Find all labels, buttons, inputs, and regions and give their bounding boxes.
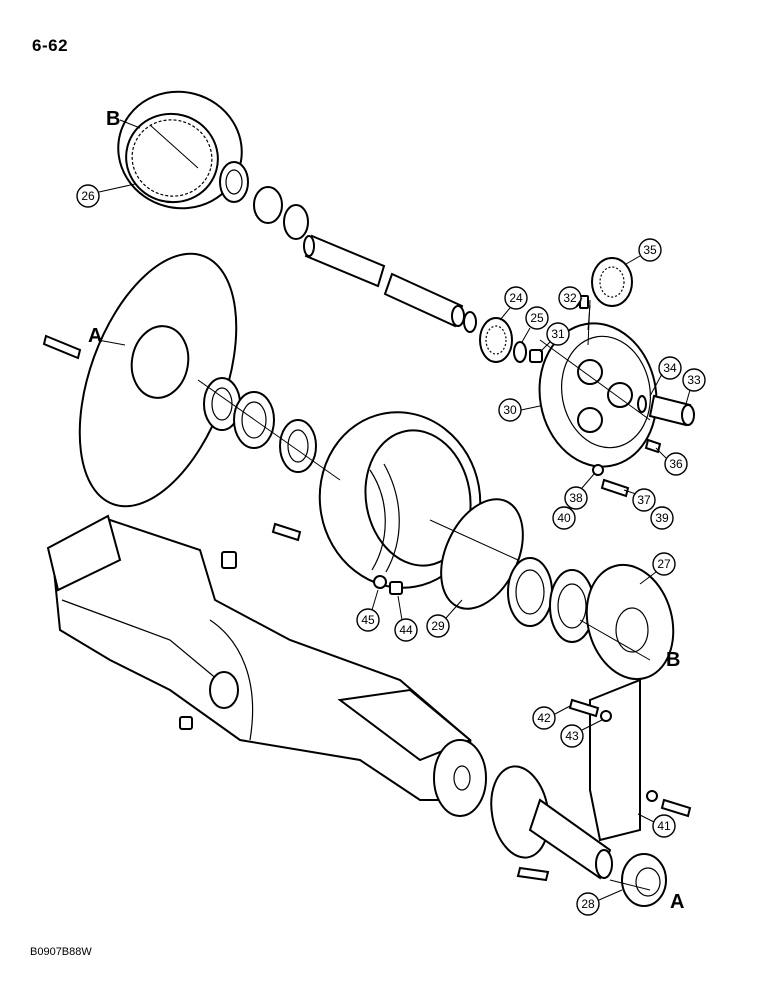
svg-text:29: 29	[431, 619, 445, 633]
callout-25: 25	[521, 306, 549, 343]
svg-text:43: 43	[565, 729, 579, 743]
planet-gear	[591, 257, 633, 307]
sun-gear	[463, 311, 543, 363]
svg-text:35: 35	[643, 243, 657, 257]
wheel-bearings-outer	[507, 557, 595, 643]
output-gear	[585, 563, 675, 681]
svg-text:40: 40	[557, 511, 571, 525]
svg-text:41: 41	[657, 819, 671, 833]
svg-text:45: 45	[361, 613, 375, 627]
ring-gear	[117, 90, 243, 210]
centerline-leaders	[97, 119, 651, 891]
wheel-hub	[318, 411, 482, 589]
callout-41: 41	[637, 813, 676, 838]
callout-27: 27	[639, 552, 676, 585]
svg-text:26: 26	[81, 189, 95, 203]
ref-letter-b-bottom: B	[666, 649, 680, 671]
callout-37: 37	[623, 488, 656, 512]
svg-text:36: 36	[669, 457, 683, 471]
callout-29: 29	[426, 599, 463, 638]
page-number: 6-62	[32, 36, 69, 55]
callout-26: 26	[76, 183, 136, 208]
callout-33: 33	[682, 368, 706, 405]
planet-carrier	[538, 322, 658, 468]
callout-39: 39	[650, 506, 674, 530]
callout-31: 31	[539, 322, 570, 353]
svg-text:34: 34	[663, 361, 677, 375]
svg-text:39: 39	[655, 511, 669, 525]
callout-24: 24	[499, 286, 528, 321]
svg-text:27: 27	[657, 557, 671, 571]
callout-34: 34	[649, 356, 682, 397]
ref-letter-a-bottom: A	[670, 891, 684, 913]
svg-text:25: 25	[530, 311, 544, 325]
callout-28: 28	[576, 889, 623, 916]
svg-text:44: 44	[399, 623, 413, 637]
callout-32: 32	[558, 286, 583, 310]
spindle	[490, 765, 613, 880]
axle-seal	[621, 853, 667, 907]
callout-45: 45	[356, 589, 380, 632]
svg-text:28: 28	[581, 897, 595, 911]
ref-letter-a-top: A	[88, 325, 102, 347]
callout-30: 30	[498, 398, 541, 422]
snap-rings	[253, 186, 309, 240]
svg-text:42: 42	[537, 711, 551, 725]
brake-disc	[78, 252, 238, 508]
svg-text:32: 32	[563, 291, 577, 305]
figure-code: B0907B88W	[30, 946, 92, 958]
planet-pin	[637, 394, 695, 427]
callout-40: 40	[552, 506, 576, 530]
bolt-left	[42, 334, 82, 360]
axle-end-flange	[433, 739, 487, 817]
callout-44: 44	[394, 595, 418, 642]
svg-text:31: 31	[551, 327, 565, 341]
svg-text:33: 33	[687, 373, 701, 387]
svg-text:30: 30	[503, 403, 517, 417]
ref-letter-b-top: B	[106, 108, 120, 130]
svg-text:37: 37	[637, 493, 651, 507]
mounting-bracket	[589, 678, 641, 842]
svg-text:38: 38	[569, 491, 583, 505]
callout-43: 43	[560, 719, 603, 748]
axle-shafts	[303, 234, 465, 328]
wheel-bearings-inner	[203, 377, 317, 473]
small-gear-hub	[219, 161, 249, 203]
callout-38: 38	[564, 473, 595, 510]
callout-36: 36	[655, 447, 688, 476]
callout-35: 35	[625, 238, 662, 265]
svg-text:24: 24	[509, 291, 523, 305]
callout-42: 42	[532, 705, 571, 730]
